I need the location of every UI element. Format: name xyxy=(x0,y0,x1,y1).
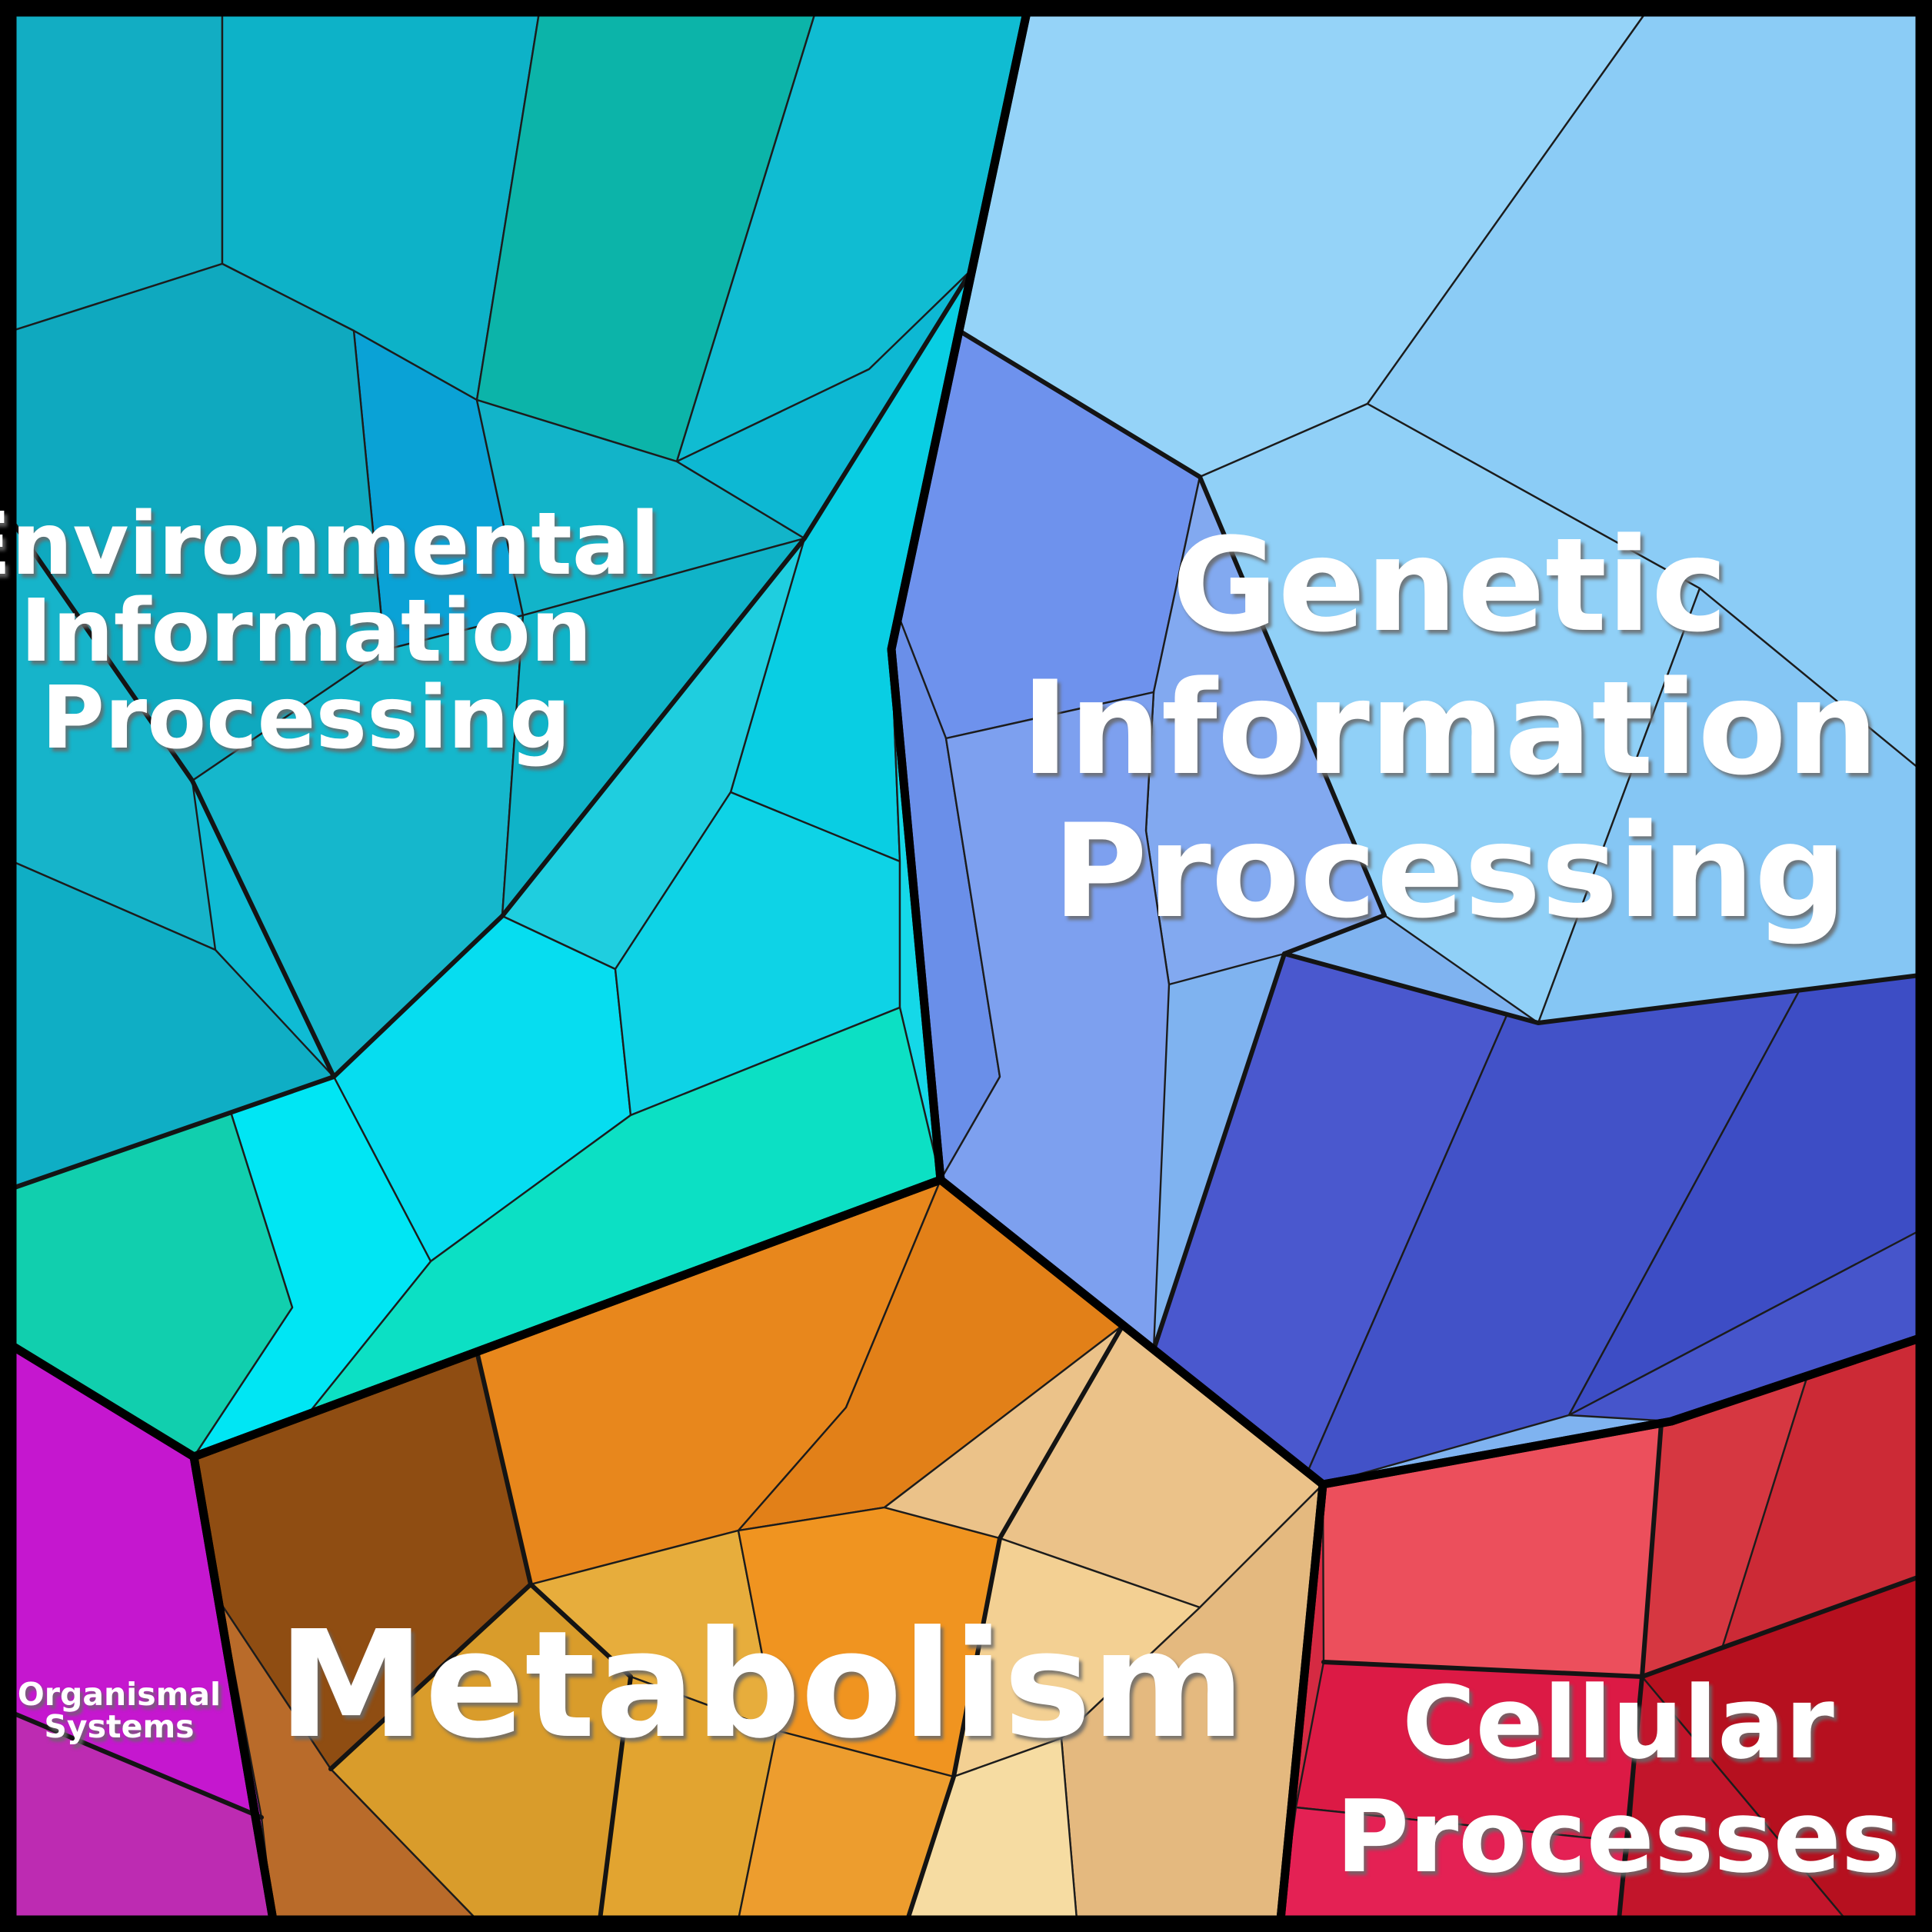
group-border-environmental-0 xyxy=(10,267,974,1191)
group-border-genetic-2 xyxy=(1151,951,1287,1352)
cell-genetic-7 xyxy=(939,691,1171,1351)
group-border-organismal-0 xyxy=(10,1710,264,1820)
group-border-metabolism-1 xyxy=(528,1582,633,1922)
group-border-genetic-0 xyxy=(957,328,1387,956)
group-border-cellular-2 xyxy=(1640,1574,1922,1679)
group-border-environmental-1 xyxy=(10,519,336,1079)
group-border-cellular-1 xyxy=(1321,1660,1644,1679)
group-border-genetic-1 xyxy=(1282,951,1922,1025)
group-border-metabolism-2 xyxy=(905,1323,1125,1922)
